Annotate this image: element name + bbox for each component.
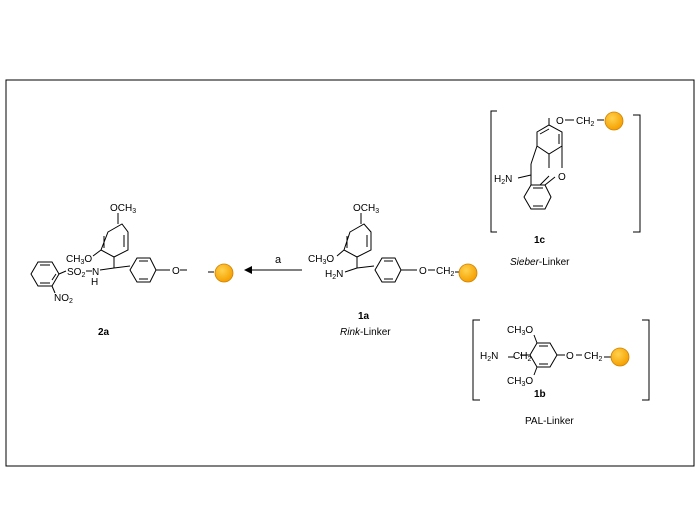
pal-linker-labels: CH3O CH3O H2N CH2 O CH2 1b PAL-Linker	[480, 325, 602, 427]
ether-o-label: O	[172, 266, 180, 277]
ring-ch2-label: CH2	[513, 351, 531, 363]
ether-o-label: O	[419, 266, 427, 277]
resin-bead-1b	[610, 347, 630, 367]
nitrophenyl-ring	[30, 261, 60, 287]
resin-ch2-label: CH2	[584, 351, 602, 363]
compound-id-1b: 1b	[534, 389, 546, 400]
och3-label: OCH3	[353, 203, 379, 215]
och3-label: OCH3	[110, 203, 136, 215]
rink-linker-1a	[336, 213, 460, 283]
product-2a-labels: OCH3 CH3O SO2 N H NO2 O 2a	[54, 203, 180, 338]
pal-linker-name: PAL-Linker	[525, 416, 574, 427]
compound-id-2a: 2a	[98, 327, 110, 338]
h2n-label: H2N	[325, 269, 343, 281]
so2-label: SO2	[67, 267, 85, 279]
ether-o-label: O	[556, 116, 564, 127]
product-2a	[30, 213, 214, 294]
bottom-methoxy-label: CH3O	[507, 376, 533, 388]
h2n-label: H2N	[494, 174, 512, 186]
ring-o-label: O	[558, 172, 566, 183]
methoxy-label: CH3O	[66, 254, 92, 266]
sieber-linker-1c	[490, 110, 641, 233]
phenyl-ring	[374, 257, 402, 283]
compound-id-1a: 1a	[358, 311, 370, 322]
sieber-linker-labels: O CH2 O H2N 1c Sieber-Linker	[494, 116, 594, 268]
ch2-label: CH2	[436, 266, 454, 278]
nh-h-label: H	[91, 277, 98, 288]
no2-label: NO2	[54, 293, 73, 305]
dimethoxyphenyl-ring	[529, 342, 558, 368]
nh-n-label: N	[92, 267, 99, 278]
ch2-label: CH2	[576, 116, 594, 128]
rink-linker-name: Rink-Linker	[340, 327, 391, 338]
xanthene-upper-ring	[536, 124, 563, 155]
sieber-linker-name: Sieber-Linker	[510, 257, 570, 268]
xanthene-lower-ring	[523, 184, 552, 210]
reagent-label: a	[275, 254, 282, 266]
rink-linker-labels: OCH3 CH3O H2N O CH2 1a Rink-Linker	[308, 203, 454, 338]
ether-o-label: O	[566, 351, 574, 362]
resin-bead-1a	[458, 263, 478, 283]
top-methoxy-label: CH3O	[507, 325, 533, 337]
reaction-arrow: a	[244, 254, 302, 274]
resin-bead-2a	[214, 263, 234, 283]
resin-bead-1c	[604, 111, 624, 131]
h2n-label: H2N	[480, 351, 498, 363]
pal-linker-1b	[472, 319, 650, 401]
methoxy-label: CH3O	[308, 254, 334, 266]
phenyl-ring	[129, 257, 157, 283]
scheme-frame	[5, 79, 695, 467]
compound-id-1c: 1c	[534, 235, 546, 246]
